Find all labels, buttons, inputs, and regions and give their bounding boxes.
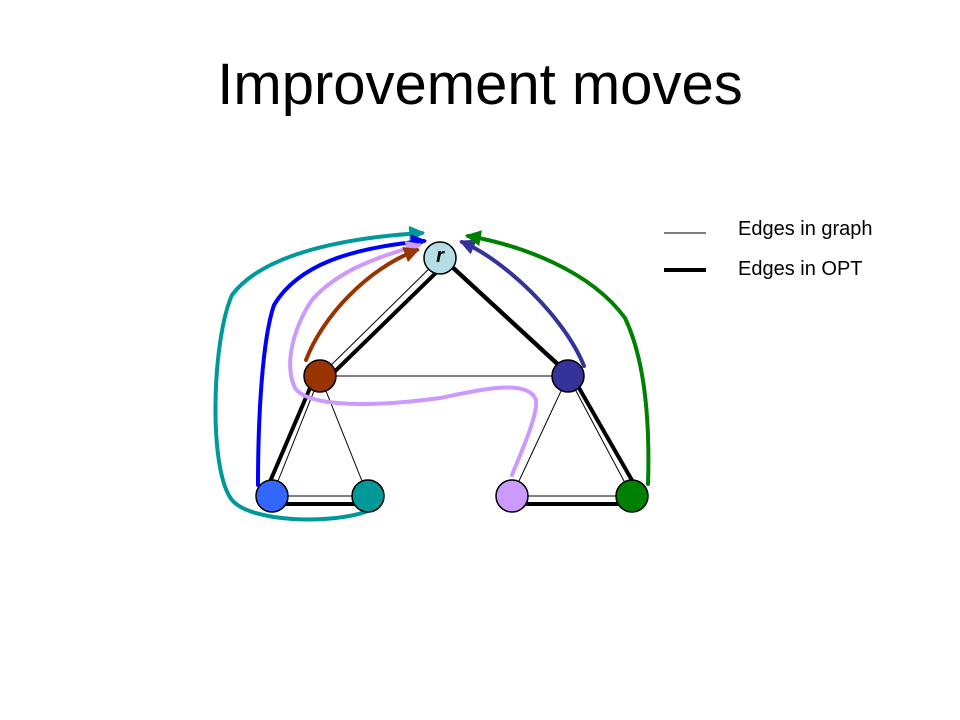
opt-edge	[321, 260, 449, 385]
node-bottom-1	[255, 479, 289, 513]
slide-title: Improvement moves	[217, 52, 743, 117]
graph-edge	[511, 375, 569, 497]
nodes	[255, 241, 649, 513]
opt-edge	[261, 380, 315, 499]
node-bottom-3	[495, 479, 529, 513]
node-bottom-4	[615, 479, 649, 513]
node-bottom-2	[351, 479, 385, 513]
opt-edges	[261, 260, 643, 506]
node-left-mid	[303, 359, 337, 393]
graph-edge	[567, 375, 633, 497]
move-arrow-navy	[459, 239, 586, 368]
legend-opt-label: Edges in OPT	[738, 258, 863, 280]
move-arrow-lavender	[288, 240, 539, 477]
improvement-moves	[213, 225, 651, 522]
node-right-mid	[551, 359, 585, 393]
move-arrow-teal	[213, 225, 426, 522]
move-arrow-green	[464, 230, 651, 486]
move-arrow-blue	[256, 234, 428, 487]
root-label: r	[436, 245, 444, 267]
opt-edge	[445, 260, 575, 380]
root-node	[423, 241, 457, 275]
graph-edge	[319, 375, 369, 497]
move-arrow-brown	[304, 247, 420, 362]
legend-graph-label: Edges in graph	[738, 218, 873, 240]
graph-edge	[319, 257, 441, 377]
graph-edge	[271, 375, 321, 497]
opt-edge	[573, 380, 643, 497]
